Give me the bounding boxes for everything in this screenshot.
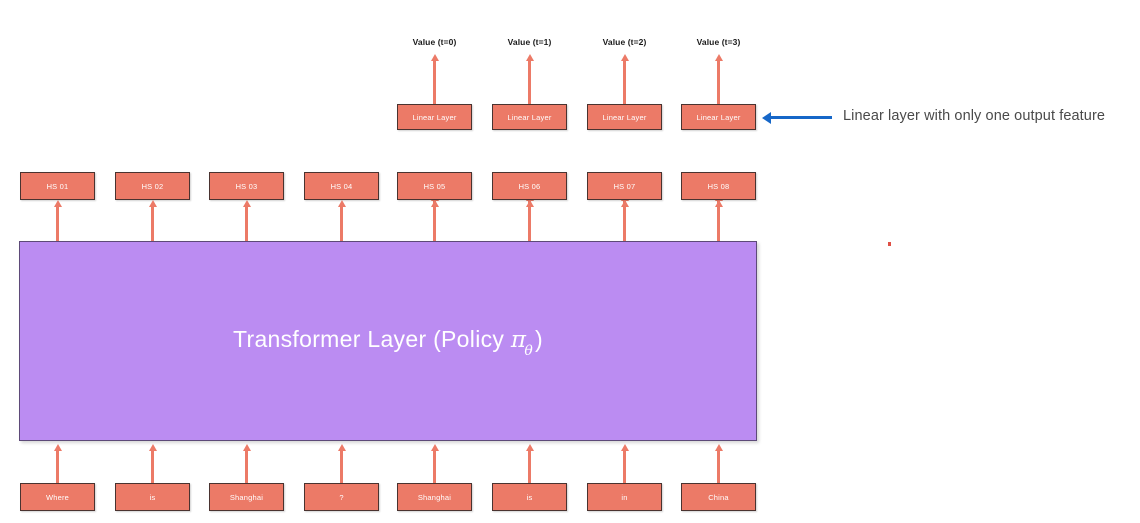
annotation-arrow-icon [762,111,832,124]
arrow-linear-to-value-3 [714,54,723,104]
annotation-label: Linear layer with only one output featur… [843,108,1106,124]
arrow-token-to-transformer-0 [53,444,62,483]
hidden-state-box-1[interactable]: HS 02 [115,172,190,200]
arrow-token-to-transformer-2 [242,444,251,483]
arrow-transformer-to-hs-0 [53,200,62,242]
arrow-token-to-transformer-7 [714,444,723,483]
arrow-transformer-to-hs-3 [337,200,346,242]
theta-subscript: θ [524,343,534,360]
transformer-label-suffix: ) [535,325,544,352]
hidden-state-box-4[interactable]: HS 05 [397,172,472,200]
hidden-state-box-6[interactable]: HS 07 [587,172,662,200]
linear-layer-box-0[interactable]: Linear Layer [397,104,472,130]
arrow-token-to-transformer-4 [430,444,439,483]
hidden-state-box-5[interactable]: HS 06 [492,172,567,200]
arrow-transformer-to-hs-4 [430,200,439,242]
value-output-label-1: Value (t=1) [507,37,552,47]
input-token-box-4[interactable]: Shanghai [397,483,472,511]
linear-layer-box-1[interactable]: Linear Layer [492,104,567,130]
input-token-box-2[interactable]: Shanghai [209,483,284,511]
linear-layer-box-2[interactable]: Linear Layer [587,104,662,130]
arrow-transformer-to-hs-5 [525,200,534,242]
pi-symbol: π [510,326,527,353]
arrow-linear-to-value-2 [620,54,629,104]
stray-speck [888,242,891,246]
hidden-state-box-2[interactable]: HS 03 [209,172,284,200]
value-output-label-3: Value (t=3) [696,37,741,47]
arrow-transformer-to-hs-7 [714,200,723,242]
arrow-transformer-to-hs-2 [242,200,251,242]
value-output-label-0: Value (t=0) [412,37,457,47]
arrow-transformer-to-hs-6 [620,200,629,242]
input-token-box-1[interactable]: is [115,483,190,511]
input-token-box-0[interactable]: Where [20,483,95,511]
input-token-box-5[interactable]: is [492,483,567,511]
arrow-linear-to-value-1 [525,54,534,104]
transformer-layer-block[interactable]: Transformer Layer (Policy πθ) [19,241,757,441]
hidden-state-box-7[interactable]: HS 08 [681,172,756,200]
arrow-transformer-to-hs-1 [148,200,157,242]
input-token-box-6[interactable]: in [587,483,662,511]
arrow-token-to-transformer-5 [525,444,534,483]
hidden-state-box-0[interactable]: HS 01 [20,172,95,200]
transformer-layer-label: Transformer Layer (Policy πθ) [232,325,544,360]
input-token-box-7[interactable]: China [681,483,756,511]
arrow-token-to-transformer-1 [148,444,157,483]
transformer-label-prefix: Transformer Layer (Policy [232,325,511,352]
arrow-token-to-transformer-6 [620,444,629,483]
arrow-linear-to-value-0 [430,54,439,104]
linear-layer-box-3[interactable]: Linear Layer [681,104,756,130]
value-output-label-2: Value (t=2) [602,37,647,47]
hidden-state-box-3[interactable]: HS 04 [304,172,379,200]
arrow-token-to-transformer-3 [337,444,346,483]
input-token-box-3[interactable]: ? [304,483,379,511]
